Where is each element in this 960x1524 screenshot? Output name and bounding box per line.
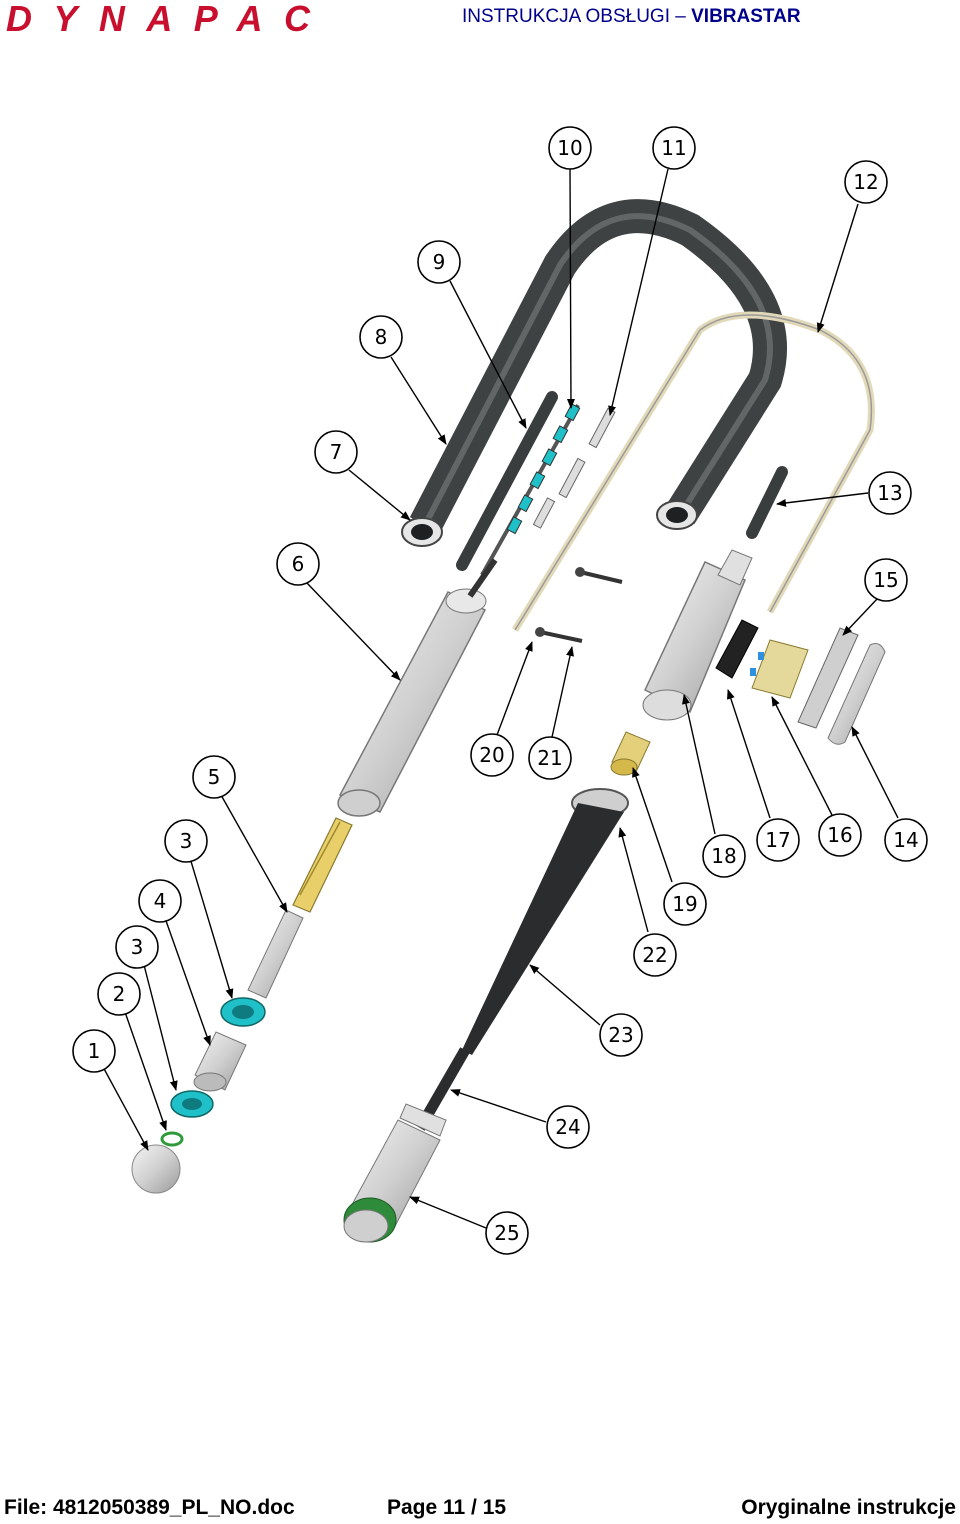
callout-6: 6 bbox=[292, 552, 305, 576]
conical-hose bbox=[462, 803, 624, 1055]
callout-3-lower: 3 bbox=[131, 935, 144, 959]
vibrator-tube bbox=[337, 558, 498, 817]
switch bbox=[750, 639, 809, 699]
small-tube bbox=[746, 466, 788, 539]
footer-note: Oryginalne instrukcje bbox=[741, 1496, 956, 1519]
callout-circles bbox=[72, 126, 928, 1255]
document-header: INSTRUKCJA OBSŁUGI – VIBRASTAR bbox=[462, 6, 801, 28]
o-ring bbox=[160, 1131, 184, 1147]
callout-14: 14 bbox=[893, 828, 918, 852]
callout-7: 7 bbox=[330, 440, 343, 464]
callout-19: 19 bbox=[672, 892, 697, 916]
cover bbox=[827, 643, 886, 745]
logo-text: DYNAPAC bbox=[6, 2, 312, 36]
screw-upper bbox=[575, 567, 623, 584]
header-product: VIBRASTAR bbox=[691, 6, 801, 27]
callout-18: 18 bbox=[711, 844, 736, 868]
cable-sleeves bbox=[532, 407, 616, 529]
bearing-upper bbox=[220, 997, 266, 1027]
shaft bbox=[247, 817, 353, 999]
callout-23: 23 bbox=[608, 1023, 633, 1047]
callout-25: 25 bbox=[494, 1221, 519, 1245]
callout-9: 9 bbox=[433, 250, 446, 274]
plug bbox=[343, 1103, 447, 1243]
callout-10: 10 bbox=[557, 136, 582, 160]
tip-ball bbox=[131, 1144, 181, 1194]
callout-13: 13 bbox=[877, 481, 902, 505]
cover-plate bbox=[797, 627, 859, 729]
header-title: INSTRUKCJA OBSŁUGI – bbox=[462, 6, 692, 27]
callout-17: 17 bbox=[765, 828, 790, 852]
callout-2: 2 bbox=[113, 982, 126, 1006]
bearing-lower bbox=[170, 1090, 214, 1118]
callout-3-upper: 3 bbox=[180, 829, 193, 853]
callout-21: 21 bbox=[537, 746, 562, 770]
dynapac-logo: DYNAPAC bbox=[6, 2, 312, 36]
callout-1: 1 bbox=[88, 1039, 101, 1063]
callout-24: 24 bbox=[555, 1115, 580, 1139]
footer-file: File: 4812050389_PL_NO.doc bbox=[4, 1496, 295, 1519]
sleeve bbox=[193, 1031, 247, 1092]
footer-page: Page 11 / 15 bbox=[387, 1496, 507, 1519]
cable-connectors bbox=[480, 403, 581, 576]
hose bbox=[409, 199, 787, 533]
leader-lines bbox=[101, 168, 899, 1229]
gasket bbox=[715, 619, 759, 679]
callout-16: 16 bbox=[827, 823, 852, 847]
callout-11: 11 bbox=[661, 136, 686, 160]
callout-8: 8 bbox=[375, 325, 388, 349]
callout-15: 15 bbox=[873, 568, 898, 592]
callout-4: 4 bbox=[154, 889, 167, 913]
callout-22: 22 bbox=[642, 943, 667, 967]
cable-gland bbox=[610, 731, 651, 776]
inner-tube bbox=[456, 391, 558, 571]
callout-5: 5 bbox=[208, 765, 221, 789]
callout-20: 20 bbox=[479, 743, 504, 767]
switch-housing bbox=[642, 549, 753, 721]
callout-12: 12 bbox=[853, 170, 878, 194]
screw-lower bbox=[535, 627, 583, 643]
